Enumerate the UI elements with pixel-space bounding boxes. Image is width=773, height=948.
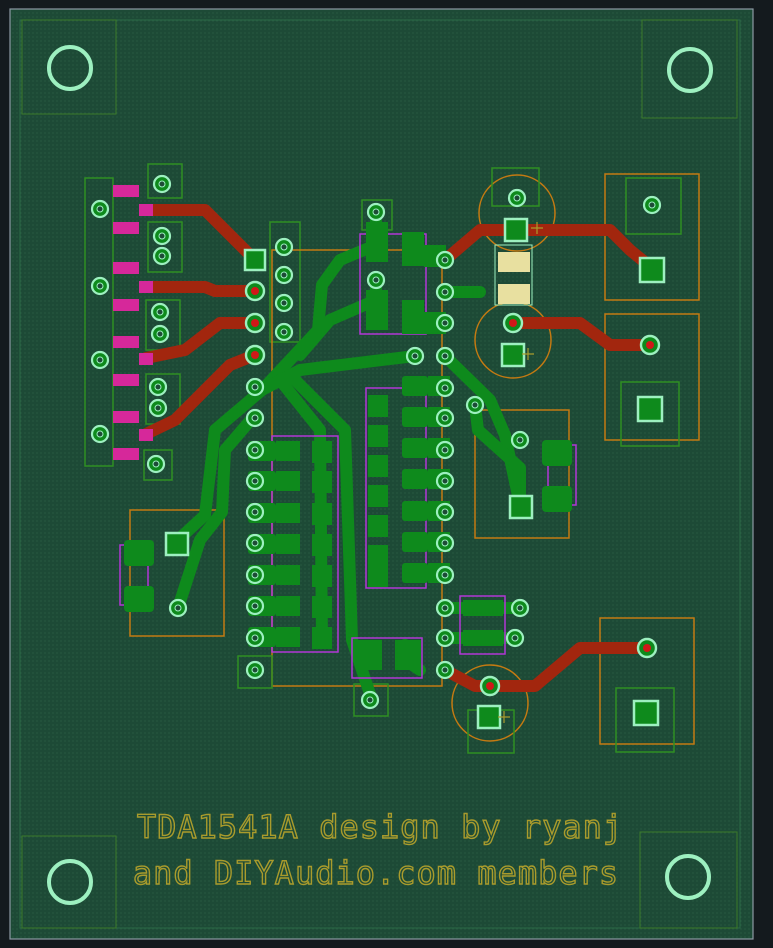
via-icon	[158, 232, 166, 240]
via-icon	[280, 271, 288, 279]
through-hole-pad-icon	[164, 531, 190, 557]
via-icon	[516, 604, 524, 612]
through-hole-pad-icon	[500, 342, 526, 368]
via-icon	[251, 414, 259, 422]
through-hole-pad-icon	[636, 395, 664, 423]
bottom-copper-traces	[140, 204, 658, 692]
via-icon	[96, 430, 104, 438]
via-icon	[280, 299, 288, 307]
via-icon	[441, 477, 449, 485]
via-icon	[156, 308, 164, 316]
via-icon	[441, 319, 449, 327]
mounting-holes	[21, 19, 738, 929]
via-icon	[441, 634, 449, 642]
via-icon	[441, 508, 449, 516]
via-icon	[251, 539, 259, 547]
board-inner-edge	[19, 19, 741, 929]
via-icon	[441, 414, 449, 422]
via-icon	[251, 634, 259, 642]
via-icon	[251, 383, 259, 391]
silkscreen-line-2: and DIYAudio.com members	[133, 854, 619, 892]
through-hole-pad-icon	[243, 248, 267, 272]
mounting-hole-icon	[665, 854, 711, 900]
via-icon	[156, 330, 164, 338]
mounting-hole-icon	[47, 859, 93, 905]
via-icon	[158, 252, 166, 260]
via-icon	[441, 352, 449, 360]
via-icon	[441, 604, 449, 612]
through-hole-pad-icon	[508, 494, 534, 520]
via-icon	[96, 356, 104, 364]
square-pads	[164, 217, 666, 730]
via-icon	[513, 194, 521, 202]
via-icon	[372, 208, 380, 216]
smd-pad-strip	[113, 185, 153, 460]
through-hole-pad-icon	[503, 217, 529, 243]
via-icon	[251, 602, 259, 610]
polarity-marks	[498, 222, 543, 723]
via-icon	[152, 460, 160, 468]
pad-drill	[251, 287, 259, 295]
via-icon	[280, 328, 288, 336]
through-hole-pads	[90, 174, 663, 710]
through-hole-pad-icon	[638, 256, 666, 284]
through-hole-pad-icon	[476, 704, 502, 730]
via-icon	[441, 571, 449, 579]
via-icon	[441, 446, 449, 454]
via-icon	[280, 243, 288, 251]
mounting-hole-icon	[47, 45, 93, 91]
pad-drill	[251, 319, 259, 327]
via-icon	[154, 404, 162, 412]
via-icon	[516, 436, 524, 444]
via-icon	[411, 352, 419, 360]
via-icon	[251, 446, 259, 454]
pad-drill	[486, 682, 494, 690]
via-icon	[372, 276, 380, 284]
via-icon	[511, 634, 519, 642]
via-icon	[251, 477, 259, 485]
via-icon	[441, 539, 449, 547]
via-icon	[251, 666, 259, 674]
through-hole-pad-icon	[632, 699, 660, 727]
pad-drill	[509, 319, 517, 327]
silkscreen-line-1: TDA1541A design by ryanj	[137, 808, 623, 846]
via-icon	[96, 282, 104, 290]
via-icon	[441, 666, 449, 674]
pad-drill	[646, 341, 654, 349]
via-icon	[441, 288, 449, 296]
via-icon	[154, 383, 162, 391]
via-icon	[366, 696, 374, 704]
mounting-hole-icon	[667, 47, 713, 93]
via-icon	[251, 571, 259, 579]
via-icon	[471, 401, 479, 409]
via-icon	[96, 205, 104, 213]
pad-drill	[251, 351, 259, 359]
via-icon	[174, 604, 182, 612]
pad-drill	[643, 644, 651, 652]
via-icon	[441, 384, 449, 392]
via-icon	[158, 180, 166, 188]
via-icon	[648, 201, 656, 209]
via-icon	[251, 508, 259, 516]
smd-resistor	[494, 244, 533, 306]
via-icon	[441, 256, 449, 264]
